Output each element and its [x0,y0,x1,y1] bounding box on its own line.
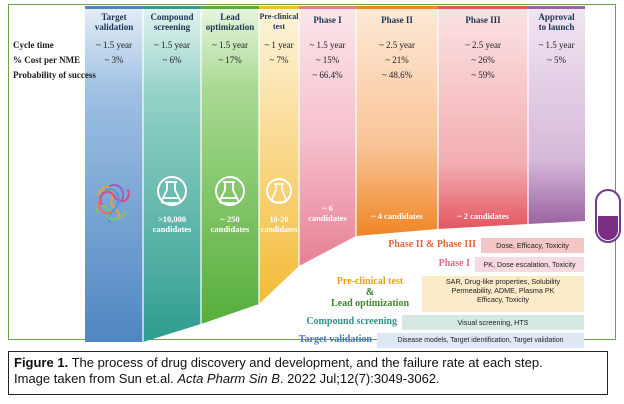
tile-target [377,333,584,348]
stage-bar-phase1 [299,6,356,9]
caption-text-3: . 2022 Jul;12(7):3049-3062. [279,371,440,386]
stage-bar-lead [201,6,259,9]
cycle-time-value: ~ 1.5 year [309,40,346,50]
cost-value: ~ 15% [315,55,340,65]
candidates-phase2: ~ 4 candidates [371,211,423,221]
candidates-phase3: ~ 2 candidates [457,211,509,221]
stage-bar-phase3 [438,6,528,9]
stage-column-phase2 [356,9,438,236]
cost-value: ~ 26% [471,55,495,65]
cycle-time-value: ~ 1.5 year [211,40,249,50]
stage-bar-preclinical [259,6,299,9]
tile-phase23 [481,238,584,253]
cost-value: ~ 3% [104,55,124,65]
protein-structure-icon [95,184,130,223]
activity-label-phase1: Phase I [438,258,470,269]
stage-column-lead [201,9,259,324]
caption-journal: Acta Pharm Sin B [177,371,280,386]
cycle-time-value: ~ 2.5 year [378,40,416,50]
row-label-cycle-time: Cycle time [13,40,54,50]
activity-desc-target: Disease models, Target identification, T… [397,337,564,344]
stage-bar-compound [143,6,201,9]
stage-column-phase3 [438,9,528,229]
activity-desc-phase23: Dose, Efficacy, Toxicity [496,241,569,250]
row-label-probability: Probability of success [13,70,96,80]
probability-value: ~ 66.4% [312,70,343,80]
cycle-time-value: ~ 1.5 year [538,40,575,50]
activity-desc-preclinical: SAR, Drug-like properties, Solubility Pe… [445,277,561,304]
candidate-circle-compound [157,176,187,206]
figure-caption: Figure 1. The process of drug discovery … [8,351,608,395]
caption-label: Figure 1. [14,355,69,370]
stage-header-phase2: Phase II [381,15,413,25]
candidate-circle-preclinical [266,178,292,204]
probability-value: ~ 48.6% [381,70,413,80]
activity-desc-phase1: PK, Dose escalation, Toxicity [483,260,576,269]
stage-column-phase1 [299,9,356,266]
tile-compound [402,315,584,330]
cost-value: ~ 17% [218,55,242,65]
cycle-time-value: ~ 1.5 year [95,40,133,50]
stage-header-phase3: Phase III [465,15,501,25]
cycle-time-value: ~ 1 year [264,40,294,50]
cycle-time-value: ~ 2.5 year [464,40,502,50]
tile-phase1 [475,257,584,272]
cost-value: ~ 5% [546,55,567,65]
activity-label-preclinical: Pre-clinical test & Lead optimization [330,276,410,309]
activity-label-compound: Compound screening [306,316,397,327]
caption-text-2: Image taken from Sun et.al. [14,371,178,386]
activity-label-phase23: Phase II & Phase III [388,239,476,250]
stage-column-compound [143,9,201,342]
stage-column-approval [528,9,585,224]
stage-bar-approval [528,6,585,9]
activity-label-target: Target validation [298,334,372,345]
stage-column-target [85,9,143,342]
cycle-time-value: ~ 1.5 year [153,40,191,50]
stage-bar-phase2 [356,6,438,9]
cost-value: ~ 7% [269,55,289,65]
stage-column-preclinical [259,9,299,304]
stage-bar-target [85,6,143,9]
activity-desc-compound: Visual screening, HTS [457,318,529,327]
tile-preclinical [422,276,584,312]
cost-value: ~ 6% [162,55,182,65]
pill-capsule-icon [595,189,621,243]
candidate-circle-lead [215,176,245,206]
cost-value: ~ 21% [385,55,409,65]
row-label-cost: % Cost per NME [13,55,81,65]
probability-value: ~ 59% [471,70,495,80]
stage-header-phase1: Phase I [313,15,342,25]
caption-text-1: The process of drug discovery and develo… [68,355,543,370]
